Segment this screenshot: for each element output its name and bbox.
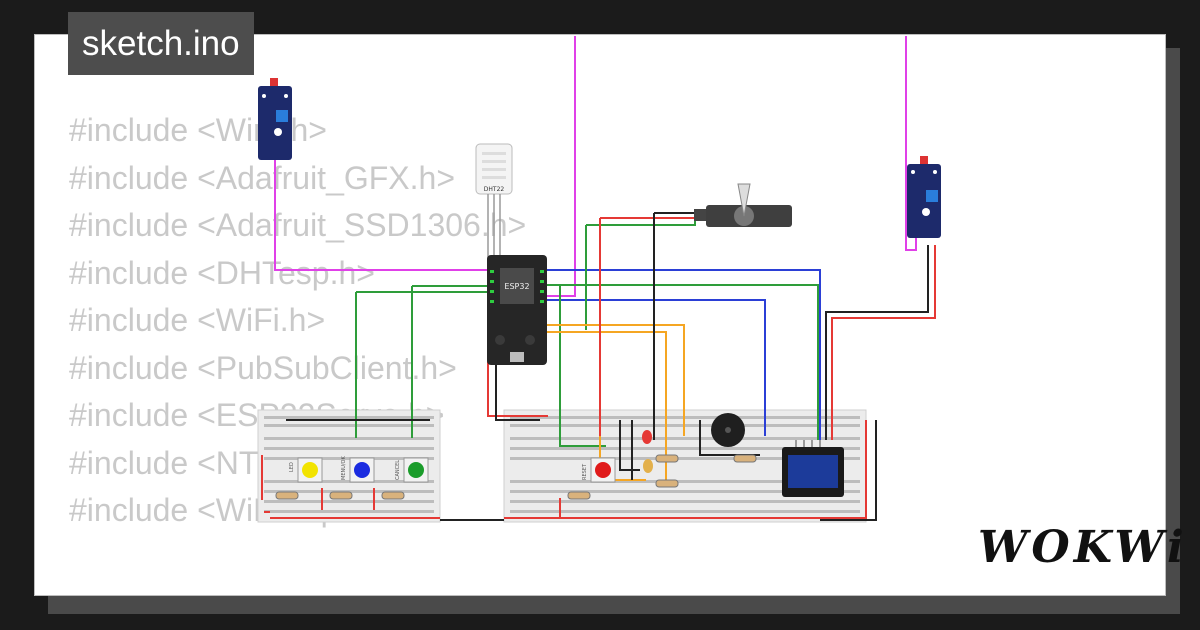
ldr-sensor-left (258, 78, 292, 160)
push-button-reset[interactable]: RESET (582, 457, 616, 483)
esp32-label: ESP32 (504, 282, 529, 291)
led-yellow (643, 459, 653, 473)
button-label: RESET (582, 463, 588, 480)
dht22-label: DHT22 (484, 186, 505, 193)
buzzer (711, 413, 745, 447)
push-button-menu[interactable]: MENU/OK (341, 456, 375, 483)
push-button-led[interactable]: LED (289, 457, 323, 483)
wires (261, 36, 936, 521)
button-label: CANCEL (395, 460, 401, 480)
code-line: #include <Adafruit_GFX.h> (69, 159, 456, 196)
button-label: LED (289, 462, 295, 472)
file-tab-label: sketch.ino (82, 24, 240, 63)
push-button-cancel[interactable]: CANCEL (395, 457, 429, 483)
oled-display (782, 440, 844, 497)
resistors (275, 454, 757, 500)
code-line: #include <PubSubClient.h> (69, 349, 457, 386)
ldr-sensor-right (907, 156, 941, 238)
led-red (642, 430, 652, 444)
code-line: #include <WiFi.h> (69, 302, 326, 338)
servo-motor (694, 183, 792, 227)
file-tab[interactable]: sketch.ino (68, 12, 254, 75)
esp32-board: ESP32 (487, 255, 547, 365)
wokwi-logo: WOKWi (978, 522, 1188, 573)
dht22-sensor: DHT22 (475, 143, 513, 260)
button-label: MENU/OK (341, 456, 347, 480)
code-line: #include <Adafruit_SSD1306.h> (69, 207, 527, 243)
code-line: #include <DHTesp.h> (69, 254, 375, 291)
